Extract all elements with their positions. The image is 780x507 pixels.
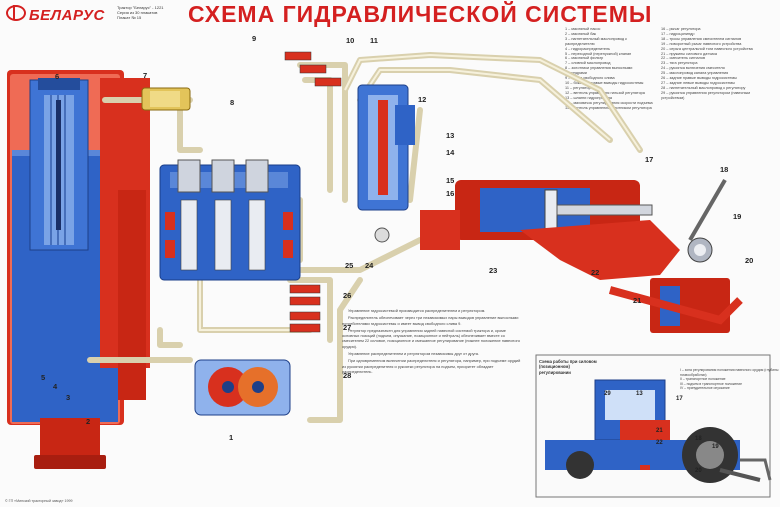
tractor-plant-logo-icon <box>6 5 26 21</box>
callout-2: 2 <box>86 417 90 426</box>
callout-3: 3 <box>66 393 70 402</box>
tractor-model: Трактор "Беларус" - 1221 <box>117 5 164 10</box>
signal-mixer <box>520 178 743 333</box>
side-outlets <box>284 51 342 87</box>
legend-item: 22 – смеситель сигналов <box>661 56 706 61</box>
legend-item: 27 – задние левые выводы гидросистемы <box>661 80 735 85</box>
inset-legend-item: III – подъем в транспортное положение <box>680 381 743 386</box>
inset-legend: I – зона регулирования положения навесно… <box>680 368 780 391</box>
callout-16: 16 <box>446 189 454 198</box>
inset-callout: 19 <box>712 444 719 450</box>
inset-callout: 13 <box>636 391 643 397</box>
legend-item: 11 – регулятор <box>565 85 591 90</box>
callout-11: 11 <box>370 36 378 45</box>
inset-callouts: 29 13 17 21 22 18 19 20 <box>604 391 719 474</box>
poster-series: Серия из 30 плакатов <box>117 10 158 15</box>
callout-28: 28 <box>343 371 351 380</box>
legend-item: 7 – сливной маслопровод <box>565 61 611 66</box>
legend-item: 18 – тросы управления смесителем сигнало… <box>661 36 742 41</box>
drain-pipe <box>141 87 191 111</box>
description-paragraph: Регулятор предназначен для управления за… <box>342 327 520 349</box>
legend-item: 1 – масляный насос <box>565 27 601 31</box>
legend-item: 5 – переходной (перепускной) клапан <box>565 51 632 56</box>
legend-item: 6 – масляный фильтр <box>565 56 604 61</box>
inset-title: Схема работы при силовом (позиционном) р… <box>539 359 597 375</box>
legend-column-2: 16 – рычаг регулятора 17 – гидроцилиндр … <box>661 27 773 101</box>
callout-27: 27 <box>343 323 351 332</box>
pipe-highlights <box>199 53 641 331</box>
callout-4: 4 <box>53 382 58 391</box>
callout-20: 20 <box>745 256 753 265</box>
callout-numbers: 1 2 3 4 5 6 7 8 9 10 11 12 13 14 15 16 1… <box>41 34 753 442</box>
callout-12: 12 <box>418 95 426 104</box>
inset-callout: 18 <box>695 436 702 442</box>
legend-item: 3 – нагнетательный маслопровод к распред… <box>565 36 627 46</box>
inset-legend-item: I – зона регулирования положения навесно… <box>680 368 779 377</box>
legend-item: 24 – рукоятка включения смесителя <box>661 66 725 71</box>
legend-item: 21 – пружины силового датчика <box>661 51 717 56</box>
legend-item: 29 – рукоятка управления регулятором (на… <box>661 90 750 100</box>
callout-21: 21 <box>633 296 641 305</box>
rear-outlets <box>289 284 321 333</box>
callout-14: 14 <box>446 148 455 157</box>
legend-item: 16 – рычаг регулятора <box>661 27 701 31</box>
oil-filter <box>29 78 89 251</box>
callout-19: 19 <box>733 212 741 221</box>
callout-8: 8 <box>230 98 234 107</box>
callout-9: 9 <box>252 34 256 43</box>
legend-item: 17 – гидроцилиндр <box>661 31 695 36</box>
inset-legend-item: II – транспортное положение <box>680 377 726 382</box>
footer-copyright: © ГП «Минский тракторный завод» 1999 <box>5 499 73 503</box>
legend-item: 2 – масляный бак <box>565 31 597 36</box>
description-paragraph: Распределитель обеспечивает через три не… <box>342 315 519 326</box>
callout-24: 24 <box>365 261 374 270</box>
inset-callout: 20 <box>695 468 702 474</box>
brand-logo: БЕЛАРУС <box>6 5 105 24</box>
legend-item: 13 – шланги гидропривода <box>565 95 613 100</box>
description-text: Управление гидросистемой производится ра… <box>342 308 524 376</box>
legend-item: 8 – золотники управления выносными цилин… <box>565 66 633 76</box>
inset-legend-item: IV – принудительное опускание <box>680 386 730 391</box>
callout-1: 1 <box>229 433 233 442</box>
callout-25: 25 <box>345 261 353 270</box>
legend-item: 23 – тяга регулятора <box>661 61 698 66</box>
callout-23: 23 <box>489 266 497 275</box>
brand-name: БЕЛАРУС <box>29 7 105 24</box>
callout-26: 26 <box>343 291 351 300</box>
callout-22: 22 <box>591 268 599 277</box>
legend-item: 9 – выход свободного слива <box>565 76 615 81</box>
legend-item: 26 – задние правые выводы гидросистемы <box>661 76 737 81</box>
inset-callout: 17 <box>676 396 683 402</box>
legend-item: 19 – поворотный рычаг навесного устройст… <box>661 41 742 46</box>
hydraulic-distributor <box>159 159 301 281</box>
description-paragraph: Управление распределителем и регулятором… <box>348 351 480 357</box>
page-title: СХЕМА ГИДРАВЛИЧЕСКОЙ СИСТЕМЫ <box>188 1 653 27</box>
callout-10: 10 <box>346 36 354 45</box>
callout-6: 6 <box>55 72 59 81</box>
legend-item: 28 – нагнетательный маслопровод к регуля… <box>661 85 746 90</box>
inset-callout: 29 <box>604 391 611 397</box>
callout-18: 18 <box>720 165 728 174</box>
callout-15: 15 <box>446 176 454 185</box>
tractor-info: Трактор "Беларус" - 1221 Серия из 30 пла… <box>117 5 164 20</box>
description-paragraph: При одновременном включении распределите… <box>342 358 521 374</box>
legend-item: 4 – гидрораспределитель <box>565 46 611 51</box>
inset-callout: 22 <box>656 440 663 446</box>
inset-callout: 21 <box>656 428 663 434</box>
oil-pump <box>194 359 291 416</box>
inset-diagram <box>535 354 772 498</box>
callout-7: 7 <box>143 71 147 80</box>
regulator <box>357 84 415 243</box>
legend-item: 10 – боковые правые выводы гидросистемы <box>565 80 644 85</box>
description-paragraph: Управление гидросистемой производится ра… <box>348 308 486 313</box>
callout-17: 17 <box>645 155 653 164</box>
legend-item: 25 – маслопровод канала управления <box>661 71 729 76</box>
callout-5: 5 <box>41 373 45 382</box>
legend-item: 20 – серьга центральной тяги навесного у… <box>661 46 753 51</box>
callout-13: 13 <box>446 131 454 140</box>
poster-number: Плакат № 15 <box>117 15 142 20</box>
